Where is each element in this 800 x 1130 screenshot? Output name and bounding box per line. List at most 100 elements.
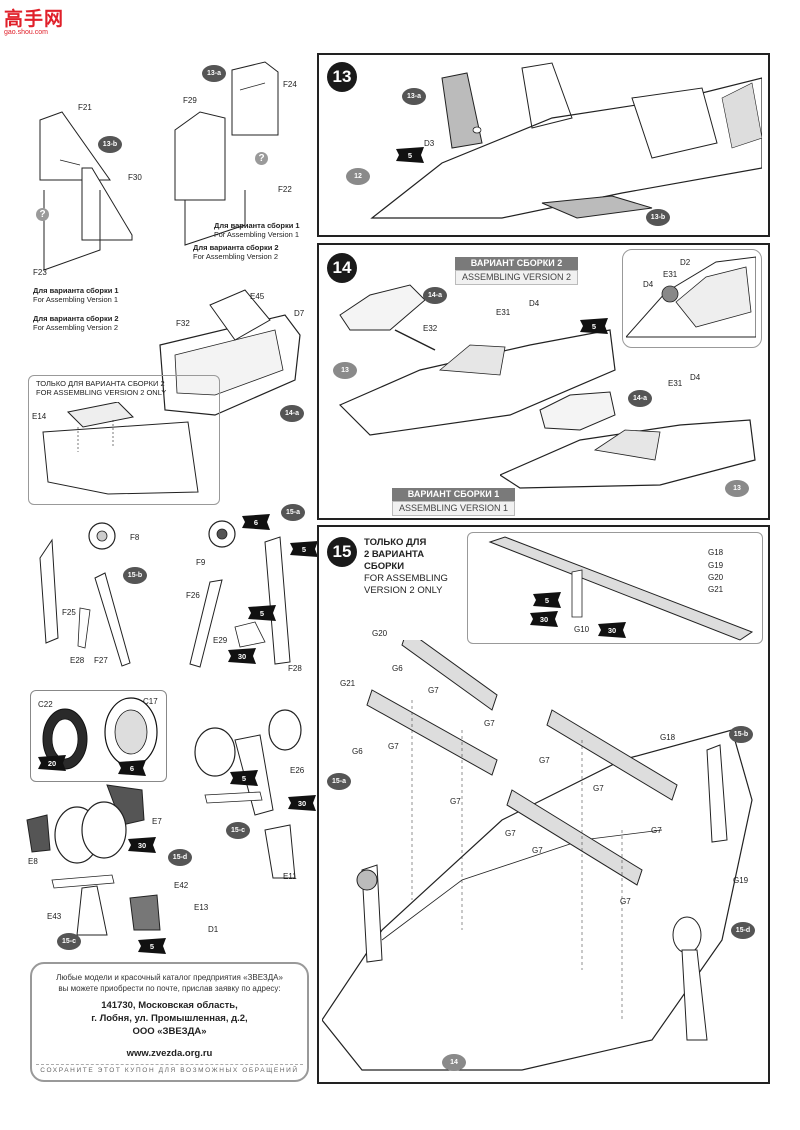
label-d4: D4 [643, 280, 654, 289]
label-g20-b: G20 [372, 629, 388, 638]
step-14a-callout: 14-a [423, 287, 447, 304]
step-ref-15c: 15-c [226, 822, 250, 839]
step-15b-callout: 15-b [729, 726, 753, 743]
label-g7: G7 [539, 756, 550, 765]
paint-ref-30: 30 [128, 837, 156, 853]
label-f26: F26 [186, 591, 200, 600]
step-ref-15b: 15-b [123, 567, 147, 584]
label-e13: E13 [194, 903, 209, 912]
label-c22: C22 [38, 700, 53, 709]
coupon-intro: Любые модели и красочный каталог предпри… [56, 973, 283, 993]
step-ref-15a: 15-a [281, 504, 305, 521]
label-g7: G7 [484, 719, 495, 728]
label-f9: F9 [196, 558, 206, 567]
step-15-inset-drawing [470, 532, 760, 642]
label-g7: G7 [428, 686, 439, 695]
paint-ref-6: 6 [242, 514, 270, 530]
watermark-url: gao.shou.com [4, 29, 48, 36]
label-f30: F30 [128, 173, 142, 182]
label-g7: G7 [651, 826, 662, 835]
label-f22: F22 [278, 185, 292, 194]
label-g7: G7 [388, 742, 399, 751]
question-icon: ? [255, 152, 268, 165]
label-g19: G19 [708, 561, 724, 570]
paint-ref-30: 30 [288, 795, 316, 811]
label-f23: F23 [33, 268, 47, 277]
label-g6-b: G6 [352, 747, 363, 756]
version-1-label: ВАРИАНТ СБОРКИ 1 ASSEMBLING VERSION 1 [392, 488, 516, 516]
label-e8: E8 [28, 857, 38, 866]
label-d2: D2 [680, 258, 691, 267]
only-v2-inset [28, 375, 220, 505]
label-d3: D3 [424, 139, 435, 148]
paint-ref-5: 5 [248, 605, 276, 621]
coupon-website: www.zvezda.org.ru [126, 1048, 213, 1059]
step-ref-14a: 14-a [280, 405, 304, 422]
label-d7: D7 [294, 309, 305, 318]
label-g21-b: G21 [340, 679, 356, 688]
paint-ref-5: 5 [533, 592, 561, 608]
label-f28: F28 [288, 664, 302, 673]
part-14-callout: 14 [442, 1054, 466, 1071]
label-g7: G7 [593, 784, 604, 793]
label-e7: E7 [152, 817, 162, 826]
label-e45: E45 [250, 292, 265, 301]
label-e11: E11 [283, 872, 297, 881]
label-f29: F29 [183, 96, 197, 105]
part-13-callout-2: 13 [725, 480, 749, 497]
step-ref-13a: 13-a [202, 65, 226, 82]
label-d1: D1 [208, 925, 219, 934]
paint-ref-5: 5 [580, 318, 608, 334]
step-13-number: 13 [327, 62, 357, 92]
label-f32: F32 [176, 319, 190, 328]
label-g7: G7 [450, 797, 461, 806]
label-f24: F24 [283, 80, 297, 89]
step-14-number: 14 [327, 253, 357, 283]
coupon-footer: СОХРАНИТЕ ЭТОТ КУПОН ДЛЯ ВОЗМОЖНЫХ ОБРАЩ… [36, 1064, 303, 1074]
question-icon: ? [36, 208, 49, 221]
label-e28: E28 [70, 656, 85, 665]
step-13b-callout: 13-b [646, 209, 670, 226]
label-e43: E43 [47, 912, 62, 921]
paint-ref-30: 30 [228, 648, 256, 664]
label-g19-b: G19 [733, 876, 749, 885]
label-g18-b: G18 [660, 733, 676, 742]
label-f27: F27 [94, 656, 108, 665]
label-e32: E32 [423, 324, 438, 333]
step-14-inset-drawing [626, 252, 756, 342]
step-15d-callout: 15-d [731, 922, 755, 939]
wheel-inset [30, 690, 167, 782]
step-ref-15c-2: 15-c [57, 933, 81, 950]
order-coupon: Любые модели и красочный каталог предпри… [30, 962, 309, 1082]
version-2-label: ВАРИАНТ СБОРКИ 2 ASSEMBLING VERSION 2 [455, 257, 579, 285]
label-e31-c: E31 [668, 379, 683, 388]
label-e26: E26 [290, 766, 305, 775]
label-d4-b: D4 [529, 299, 540, 308]
only-v2-drawing [38, 402, 208, 497]
label-e42: E42 [174, 881, 189, 890]
step-13a-callout: 13-a [402, 88, 426, 105]
label-f8: F8 [130, 533, 140, 542]
paint-ref-5: 5 [290, 541, 318, 557]
paint-ref-30: 30 [598, 622, 626, 638]
paint-ref-5: 5 [230, 770, 258, 786]
watermark-logo-text: 高手网 [4, 8, 65, 30]
fins-drawing [0, 50, 300, 390]
label-g18: G18 [708, 548, 724, 557]
label-e31-b: E31 [496, 308, 511, 317]
step-14-fuselage-upper [330, 275, 620, 445]
label-c17: C17 [143, 697, 158, 706]
gear-15b-drawing [30, 518, 150, 668]
label-g20: G20 [708, 573, 724, 582]
step-15-assembly-drawing [322, 640, 762, 1075]
cockpit-tub-drawing [155, 285, 305, 425]
label-e31: E31 [663, 270, 678, 279]
step-14-inset [622, 249, 762, 348]
paint-ref-30: 30 [530, 611, 558, 627]
label-g7: G7 [620, 897, 631, 906]
step-14a-callout-2: 14-a [628, 390, 652, 407]
